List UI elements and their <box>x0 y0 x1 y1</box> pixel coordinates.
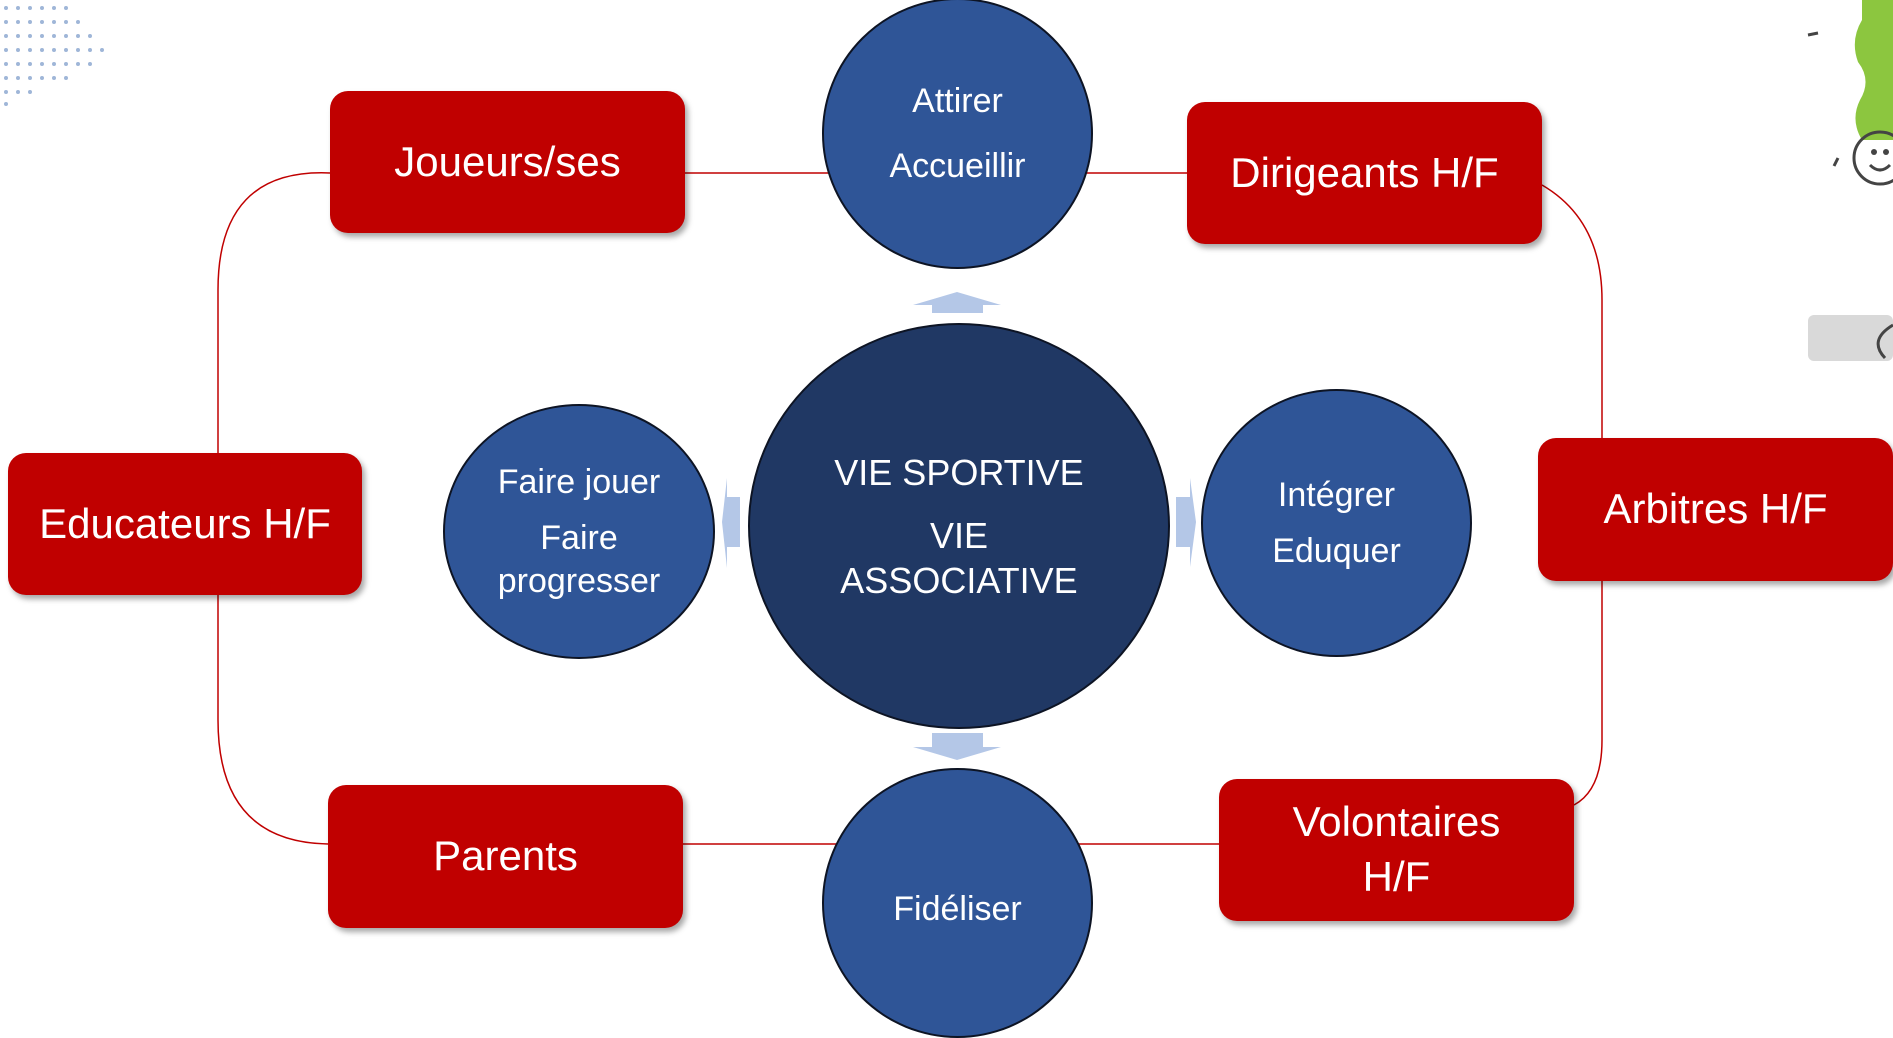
arrow-up <box>913 292 1001 313</box>
action-accueillir: Accueillir <box>889 146 1026 185</box>
arrow-right <box>1176 478 1196 567</box>
role-label-dirigeants: Dirigeants H/F <box>1230 148 1499 196</box>
role-box-parents: Parents <box>328 785 683 928</box>
action-circle-right: Intégrer Eduquer <box>1201 389 1472 657</box>
role-label-volontaires: Volontaires H/F <box>1292 798 1501 900</box>
center-vie-sportive: VIE SPORTIVE <box>834 451 1084 493</box>
action-faire-progresser: Faire progresser <box>497 519 661 600</box>
role-label-educateurs: Educateurs H/F <box>39 499 331 547</box>
action-circle-left: Faire jouer Faire progresser <box>443 404 715 659</box>
role-label-joueurs: Joueurs/ses <box>394 137 621 185</box>
role-box-dirigeants: Dirigeants H/F <box>1187 102 1542 244</box>
role-box-arbitres: Arbitres H/F <box>1538 438 1893 581</box>
arrows <box>722 292 1196 760</box>
role-label-arbitres: Arbitres H/F <box>1603 485 1828 533</box>
role-box-educateurs: Educateurs H/F <box>8 453 362 595</box>
action-circle-bottom: Fidéliser <box>822 768 1093 1038</box>
action-integrer: Intégrer <box>1277 475 1396 514</box>
dot-pattern-decoration <box>4 6 104 106</box>
action-faire-jouer: Faire jouer <box>497 462 661 501</box>
action-fideliser: Fidéliser <box>893 890 1022 928</box>
action-attirer: Attirer <box>912 82 1003 120</box>
action-eduquer: Eduquer <box>1272 532 1401 570</box>
role-box-volontaires: Volontaires H/F <box>1219 779 1574 921</box>
arrow-left <box>722 478 740 568</box>
role-box-joueurs: Joueurs/ses <box>330 91 685 233</box>
arrow-down <box>913 733 1001 760</box>
center-circle: VIE SPORTIVE VIE ASSOCIATIVE <box>748 323 1170 729</box>
puzzle-clipart <box>1807 0 1893 361</box>
center-vie-associative: VIE ASSOCIATIVE <box>840 514 1078 601</box>
action-circle-top: Attirer Accueillir <box>822 0 1093 269</box>
role-label-parents: Parents <box>433 832 578 880</box>
